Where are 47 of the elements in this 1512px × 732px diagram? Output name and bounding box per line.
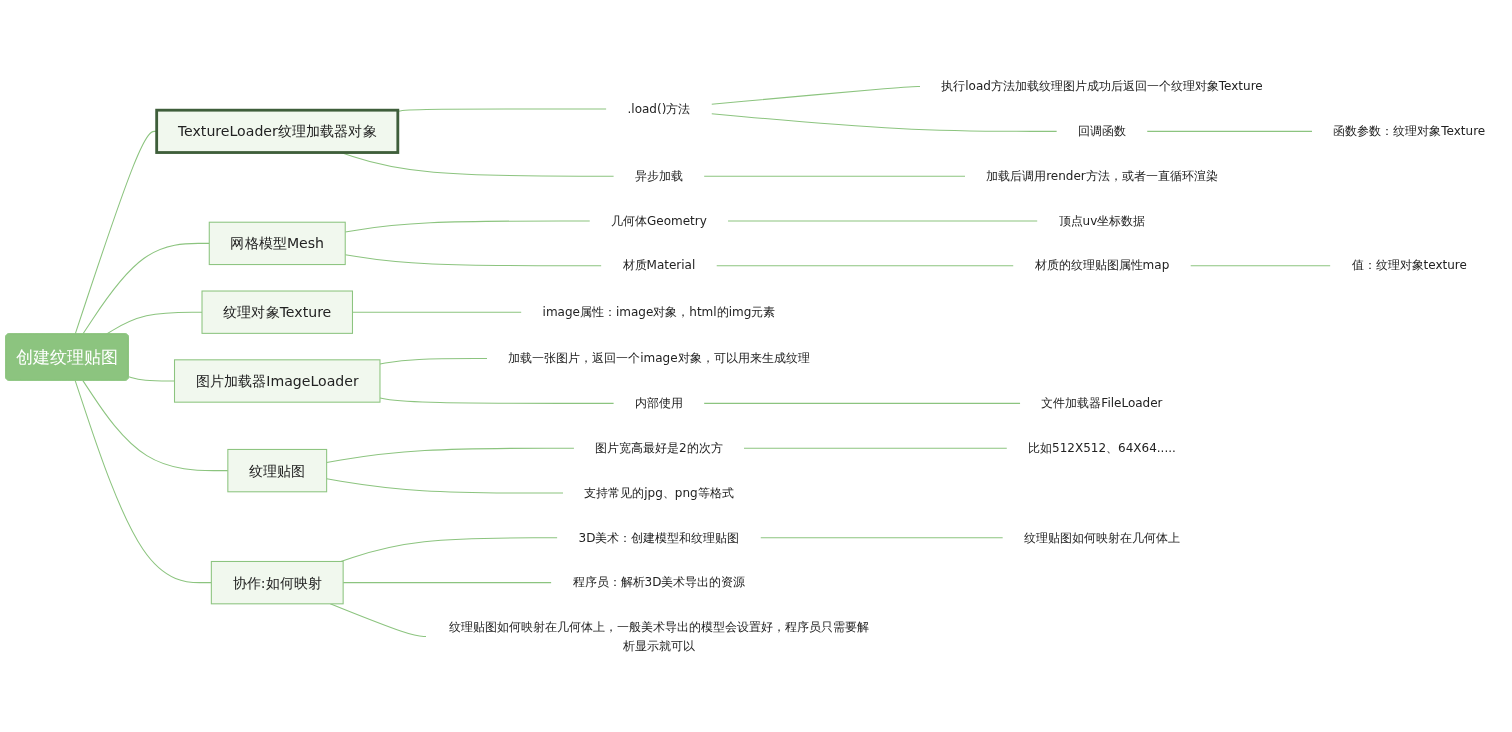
connector — [1189, 265, 1331, 267]
node-text: 回调函数 — [1077, 123, 1126, 138]
node-text: 执行load方法加载纹理图片成功后返回一个纹理对象Texture — [941, 78, 1263, 94]
connector — [379, 358, 488, 365]
node-text: 纹理贴图如何映射在几何体上 — [1023, 530, 1180, 545]
node-text: 程序员：解析3D美术导出的资源 — [572, 575, 746, 590]
connector — [329, 603, 427, 637]
node-box: TextureLoader纹理加载器对象 — [155, 108, 400, 154]
node-text: 加载一张图片，返回一个image对象，可以用来生成纹理 — [508, 351, 810, 366]
node-text: 材质的纹理贴图属性map — [1034, 258, 1170, 273]
connector — [743, 447, 1008, 449]
connector — [760, 537, 1004, 539]
node-text: 3D美术：创建模型和纹理贴图 — [578, 530, 740, 545]
node-box: 网格模型Mesh — [208, 221, 346, 266]
node-text: 支持常见的jpg、png等格式 — [584, 485, 734, 500]
connector — [82, 242, 210, 335]
connector — [715, 265, 1014, 267]
connector — [711, 86, 921, 105]
connector — [379, 397, 615, 404]
node-text: 加载后调用render方法，或者一直循环渲染 — [986, 168, 1218, 183]
node-text: 纹理贴图如何映射在几何体上，一般美术导出的模型会设置好，程序员只需要解析显示就可以 — [448, 619, 869, 652]
node-box: 纹理对象Texture — [201, 290, 353, 334]
connector — [727, 220, 1038, 222]
connector — [1146, 130, 1313, 132]
connector — [703, 175, 966, 177]
connector — [703, 402, 1021, 404]
node-text: 内部使用 — [634, 395, 683, 410]
connector — [711, 113, 1058, 132]
node-box: 纹理贴图 — [227, 448, 328, 493]
connector — [74, 380, 212, 584]
node-text: 材质Material — [622, 258, 696, 273]
node-text: 值：纹理对象texture — [1351, 258, 1467, 273]
node-text: 顶点uv坐标数据 — [1058, 213, 1146, 228]
connector — [106, 311, 203, 335]
connector — [326, 478, 564, 494]
connector — [326, 447, 575, 463]
node-text: 函数参数：纹理对象Texture — [1333, 123, 1486, 138]
node-text: image属性：image对象，html的img元素 — [542, 304, 776, 319]
connector — [397, 108, 607, 112]
node-text: 文件加载器FileLoader — [1041, 395, 1163, 410]
node-text: 几何体Geometry — [611, 213, 707, 228]
node-text: .load()方法 — [627, 101, 691, 116]
node-box: 协作:如何映射 — [210, 560, 344, 605]
node-text: 图片宽高最好是2的次方 — [595, 440, 723, 455]
node-text: 异步加载 — [634, 168, 683, 183]
node-box: 图片加载器ImageLoader — [174, 359, 381, 403]
node-text: 比如512X512、64X64..... — [1028, 440, 1176, 455]
